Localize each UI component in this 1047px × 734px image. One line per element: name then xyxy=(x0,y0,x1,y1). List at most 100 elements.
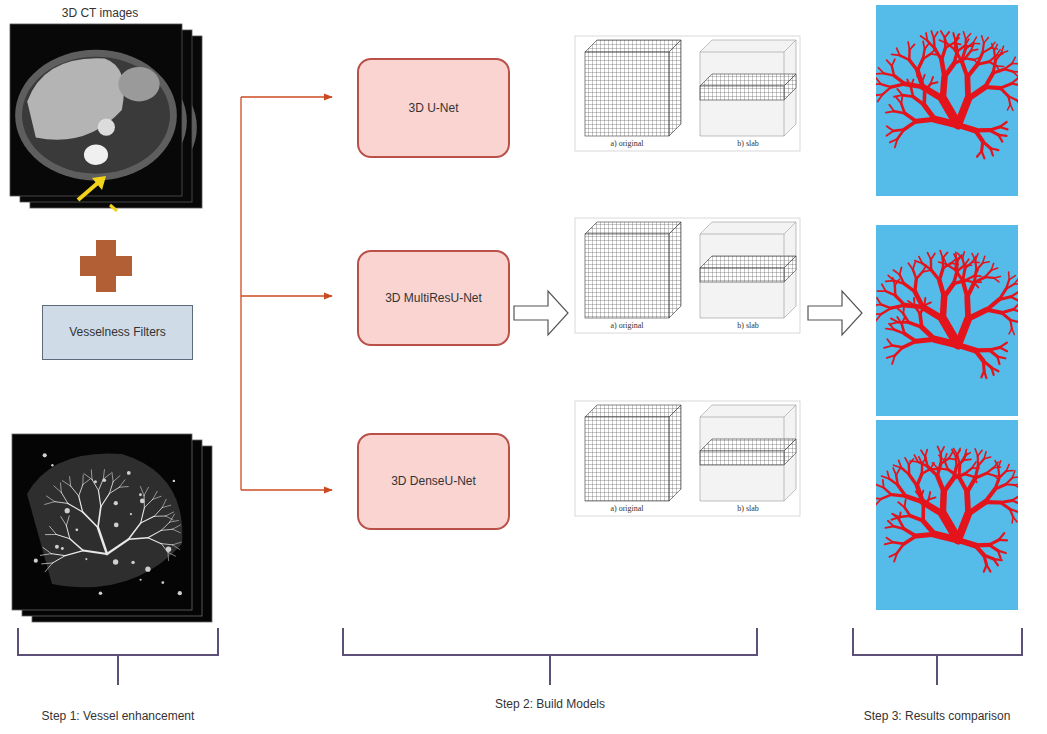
slab-top xyxy=(700,256,796,268)
vessel-line xyxy=(98,528,107,554)
vessel-branch xyxy=(886,291,896,295)
vessel-branch xyxy=(968,87,985,99)
vessel-line xyxy=(83,479,90,485)
cube-top xyxy=(585,222,681,234)
vessel-branch xyxy=(975,130,983,141)
vessel-branch xyxy=(884,488,892,495)
vessel-branch xyxy=(994,278,999,282)
vessel-line xyxy=(119,486,128,488)
vessel-branch xyxy=(897,308,903,313)
vessel-branch xyxy=(888,275,894,280)
vessel-branch xyxy=(900,267,902,274)
yellow-arrow-shaft xyxy=(78,181,100,200)
panel-label: a) original xyxy=(610,139,643,148)
vessel-branch xyxy=(962,61,968,77)
vessel-branch xyxy=(932,463,937,468)
vessel-branch xyxy=(889,105,894,111)
vessel-branch xyxy=(882,480,884,488)
vessel-line xyxy=(83,512,98,528)
vessel-branch xyxy=(917,76,922,82)
vessel-branch xyxy=(994,559,998,565)
vessel-branch xyxy=(989,545,998,551)
bright-spot xyxy=(94,480,97,483)
vessel-branch xyxy=(881,304,891,308)
panel-ground xyxy=(876,5,1018,196)
vessel-branch xyxy=(891,318,898,322)
result-panel xyxy=(873,225,1029,416)
vessel-branch xyxy=(902,306,905,314)
vessel-branch xyxy=(940,492,947,514)
vessel-line xyxy=(98,479,103,490)
vessel-line xyxy=(61,492,68,503)
panel-label: b) slab xyxy=(737,321,759,330)
vessel-branch xyxy=(946,264,955,269)
vessel-branch xyxy=(924,302,931,305)
vessel-line xyxy=(55,502,68,504)
vessel-line xyxy=(103,470,104,480)
vessel-branch xyxy=(929,497,936,499)
bright-spot xyxy=(103,478,107,482)
vessel-branch xyxy=(1006,470,1013,472)
vessel-branch xyxy=(893,130,904,131)
vessel-branch xyxy=(943,77,945,99)
volume-edges xyxy=(700,222,796,318)
vessel-branch xyxy=(881,308,890,314)
fork-connector xyxy=(241,97,332,490)
vessel-branch xyxy=(884,346,892,348)
bright-spot xyxy=(139,493,142,496)
vessel-branch xyxy=(905,113,916,121)
vessel-branch xyxy=(998,551,1001,558)
vessel-branch xyxy=(958,319,968,345)
vessel-branch xyxy=(1011,297,1018,301)
vessel-branch xyxy=(977,151,982,157)
vessel-branch xyxy=(885,526,893,528)
vessel-branch xyxy=(985,270,991,277)
vessel-branch xyxy=(925,43,929,49)
vessel-branch xyxy=(942,48,946,60)
vessel-tree xyxy=(876,446,1018,571)
vessel-branch xyxy=(1014,283,1018,285)
liver-region xyxy=(27,454,182,588)
volume-edges xyxy=(700,405,796,501)
vessel-branch xyxy=(958,99,968,125)
vessel-branch xyxy=(1002,309,1013,312)
vessel-branch xyxy=(971,49,978,51)
vessel-branch xyxy=(910,44,915,50)
vessel-branch xyxy=(890,139,898,142)
vessel-branch xyxy=(937,464,941,476)
vessel-branch xyxy=(1000,347,1007,351)
vessel-branch xyxy=(893,270,899,275)
vessel-line xyxy=(162,499,166,507)
vessel-branch xyxy=(974,277,985,282)
vessel-line xyxy=(173,529,181,533)
vessel-branch xyxy=(1016,100,1018,105)
vessel-branch xyxy=(964,459,971,461)
vessel-line xyxy=(112,472,113,482)
bright-spot xyxy=(75,528,78,531)
vessel-line xyxy=(98,490,100,506)
vessel-branch xyxy=(1000,84,1011,89)
vessel-branch xyxy=(904,500,905,507)
vessel-branch xyxy=(983,48,991,53)
vessel-branch xyxy=(898,502,904,507)
vessel-branch xyxy=(886,111,894,112)
bright-spot xyxy=(114,523,119,528)
vessel-branch xyxy=(965,43,972,49)
vessel-line xyxy=(71,486,79,496)
vessel-line xyxy=(170,514,175,522)
step-label: Step 2: Build Models xyxy=(495,697,605,711)
vessel-branch xyxy=(989,350,997,356)
vessel-branch xyxy=(923,54,931,59)
vessel-branch xyxy=(876,313,881,315)
vessel-branch xyxy=(984,555,987,565)
bright-spot xyxy=(145,567,150,572)
vessel-line xyxy=(83,551,107,554)
image-frame xyxy=(575,401,800,516)
vessel-branch xyxy=(922,92,926,105)
vessel-branch xyxy=(916,491,921,497)
cube-front xyxy=(585,52,669,136)
ct-body xyxy=(15,50,177,181)
vessel-branch xyxy=(943,297,944,319)
vessel-branch xyxy=(986,473,995,475)
vessel-branch xyxy=(995,461,998,468)
